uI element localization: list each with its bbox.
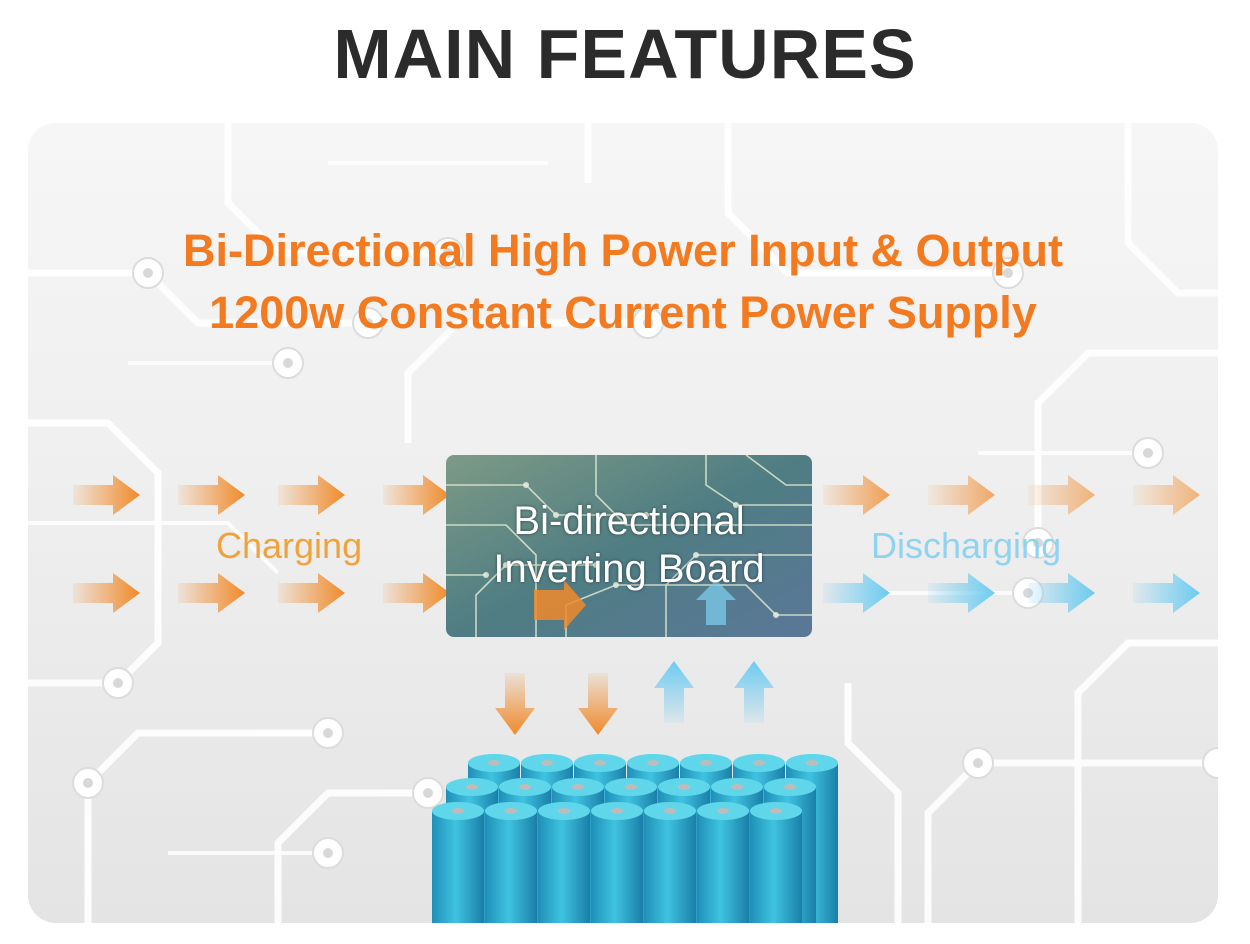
charge-arrow-icon: [73, 475, 1200, 735]
feature-panel: Bi-Directional High Power Input & Output…: [28, 123, 1218, 923]
discharging-label: Discharging: [871, 525, 1062, 566]
flow-arrows: [73, 475, 1200, 735]
circuit-chip-icon: [446, 455, 812, 637]
page-title: MAIN FEATURES: [333, 15, 917, 93]
headline-line-1: Bi-Directional High Power Input & Output: [183, 225, 1063, 276]
discharge-arrow-icon: [654, 573, 1200, 723]
board-title-line-1: Bi-directional: [513, 499, 745, 543]
charging-label: Charging: [216, 525, 363, 566]
headline-line-2: 1200w Constant Current Power Supply: [209, 287, 1037, 338]
inverting-board: Bi-directional Inverting Board: [446, 455, 812, 637]
board-title-line-2: Inverting Board: [493, 547, 765, 591]
battery-pack-icon: [432, 754, 838, 923]
